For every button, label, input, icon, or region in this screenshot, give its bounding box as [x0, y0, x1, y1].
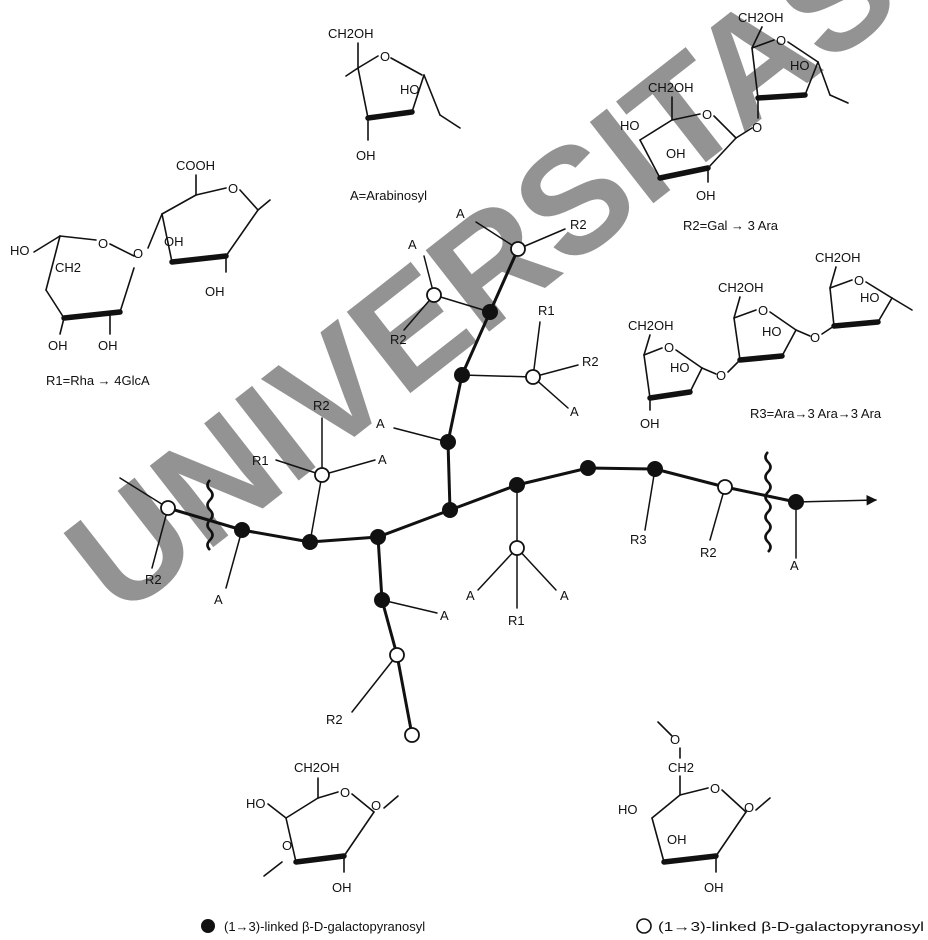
gal-filled-ring-o: O	[340, 785, 350, 800]
r3-ring-o-2: O	[758, 303, 768, 318]
gal-filled-mid-o: O	[282, 838, 292, 853]
r1-oh-2: OH	[205, 284, 225, 299]
r2-ring-o: O	[702, 107, 712, 122]
r3-link-o-1: O	[716, 368, 726, 383]
gal-open-side-o: O	[744, 800, 754, 815]
r3-ring-o-3: O	[854, 273, 864, 288]
r2-ho-left: HO	[620, 118, 640, 133]
label-r2: R2	[145, 572, 162, 587]
r1-structure: COOH O OH OH O HO O CH2 OH OH R1=Rha → 4…	[10, 158, 271, 388]
r3-structure: CH2OH O HO OH O CH2OH O HO O CH2OH O	[628, 250, 913, 431]
legend: (1→3)-linked β-D-galactopyranosyl (1→3)-…	[201, 918, 924, 934]
label-r1: R1	[252, 453, 269, 468]
r3-ho-2: HO	[762, 324, 782, 339]
label-r3: R3	[630, 532, 647, 547]
gal-filled-structure: CH2OH O HO O O OH	[246, 760, 399, 895]
r3-ch2oh-3: CH2OH	[815, 250, 861, 265]
r3-ho-1: HO	[670, 360, 690, 375]
label-r1: R1	[538, 303, 555, 318]
r2-link-o: O	[752, 120, 762, 135]
r3-caption: R3=Ara→3 Ara→3 Ara	[750, 406, 882, 421]
r2-ch2oh-top: CH2OH	[738, 10, 784, 25]
legend-open-marker	[636, 918, 652, 934]
legend-open-label: (1→3)-linked β-D-galactopyranosyl	[658, 919, 924, 934]
arabinosyl-oh-label: OH	[356, 148, 376, 163]
label-a: A	[466, 588, 475, 603]
r3-link-o-2: O	[810, 330, 820, 345]
gal-open-oh-1: OH	[667, 832, 687, 847]
r1-oh-4: OH	[98, 338, 118, 353]
label-a: A	[560, 588, 569, 603]
r3-ring-o-1: O	[664, 340, 674, 355]
label-r2: R2	[390, 332, 407, 347]
r3-ch2oh-1: CH2OH	[628, 318, 674, 333]
gal-filled-ho: HO	[246, 796, 266, 811]
label-a: A	[378, 452, 387, 467]
arabinosyl-ch2oh-label: CH2OH	[328, 26, 374, 41]
r1-oh-3: OH	[48, 338, 68, 353]
label-r2: R2	[326, 712, 343, 727]
label-r1: R1	[508, 613, 525, 628]
label-a: A	[376, 416, 385, 431]
r3-ch2oh-2: CH2OH	[718, 280, 764, 295]
gal-open-ring-o: O	[710, 781, 720, 796]
arabinosyl-structure: CH2OH O HO OH A=Arabinosyl	[328, 26, 461, 203]
arabinosyl-caption: A=Arabinosyl	[350, 188, 427, 203]
r2-ho-top: HO	[790, 58, 810, 73]
r2-oh-mid: OH	[666, 146, 686, 161]
gal-filled-ch2oh: CH2OH	[294, 760, 340, 775]
arabinosyl-ho-label: HO	[400, 82, 420, 97]
r2-ch2oh-left: CH2OH	[648, 80, 694, 95]
label-a: A	[456, 206, 465, 221]
r2-oh-bottom: OH	[696, 188, 716, 203]
label-a: A	[440, 608, 449, 623]
r1-ring-o: O	[228, 181, 238, 196]
r2-ring-o-top: O	[776, 33, 786, 48]
label-r2: R2	[570, 217, 587, 232]
legend-filled-label: (1→3)-linked β-D-galactopyranosyl	[224, 919, 425, 934]
gal-open-ch2: CH2	[668, 760, 694, 775]
label-a: A	[408, 237, 417, 252]
r1-cooh-label: COOH	[176, 158, 215, 173]
r1-caption: R1=Rha → 4GlcA	[46, 373, 150, 388]
r1-rha-ring-o: O	[98, 236, 108, 251]
gal-filled-link-o: O	[371, 798, 381, 813]
r2-structure: CH2OH O HO CH2OH O HO OH OH O R2=Gal → 3…	[620, 10, 849, 233]
r3-ho-3: HO	[860, 290, 880, 305]
gal-open-structure: O CH2 O HO OH OH O	[618, 721, 771, 895]
r1-oh-1: OH	[164, 234, 184, 249]
legend-filled-marker	[201, 919, 215, 933]
r3-oh-label: OH	[640, 416, 660, 431]
gal-open-ho: HO	[618, 802, 638, 817]
r2-caption: R2=Gal → 3 Ara	[683, 218, 779, 233]
label-a: A	[790, 558, 799, 573]
label-r2: R2	[313, 398, 330, 413]
r1-ch2-label: CH2	[55, 260, 81, 275]
label-a: A	[214, 592, 223, 607]
r1-link-o: O	[133, 246, 143, 261]
gal-open-top-o: O	[670, 732, 680, 747]
gal-filled-oh: OH	[332, 880, 352, 895]
label-r2: R2	[582, 354, 599, 369]
label-r2: R2	[700, 545, 717, 560]
r1-ho-label: HO	[10, 243, 30, 258]
branch-network: R2 A R2 R1 A A A R2 A R2 R1 R2 A A R1 A …	[119, 206, 878, 743]
label-a: A	[570, 404, 579, 419]
gal-open-oh-2: OH	[704, 880, 724, 895]
arabinosyl-ring-o: O	[380, 49, 390, 64]
